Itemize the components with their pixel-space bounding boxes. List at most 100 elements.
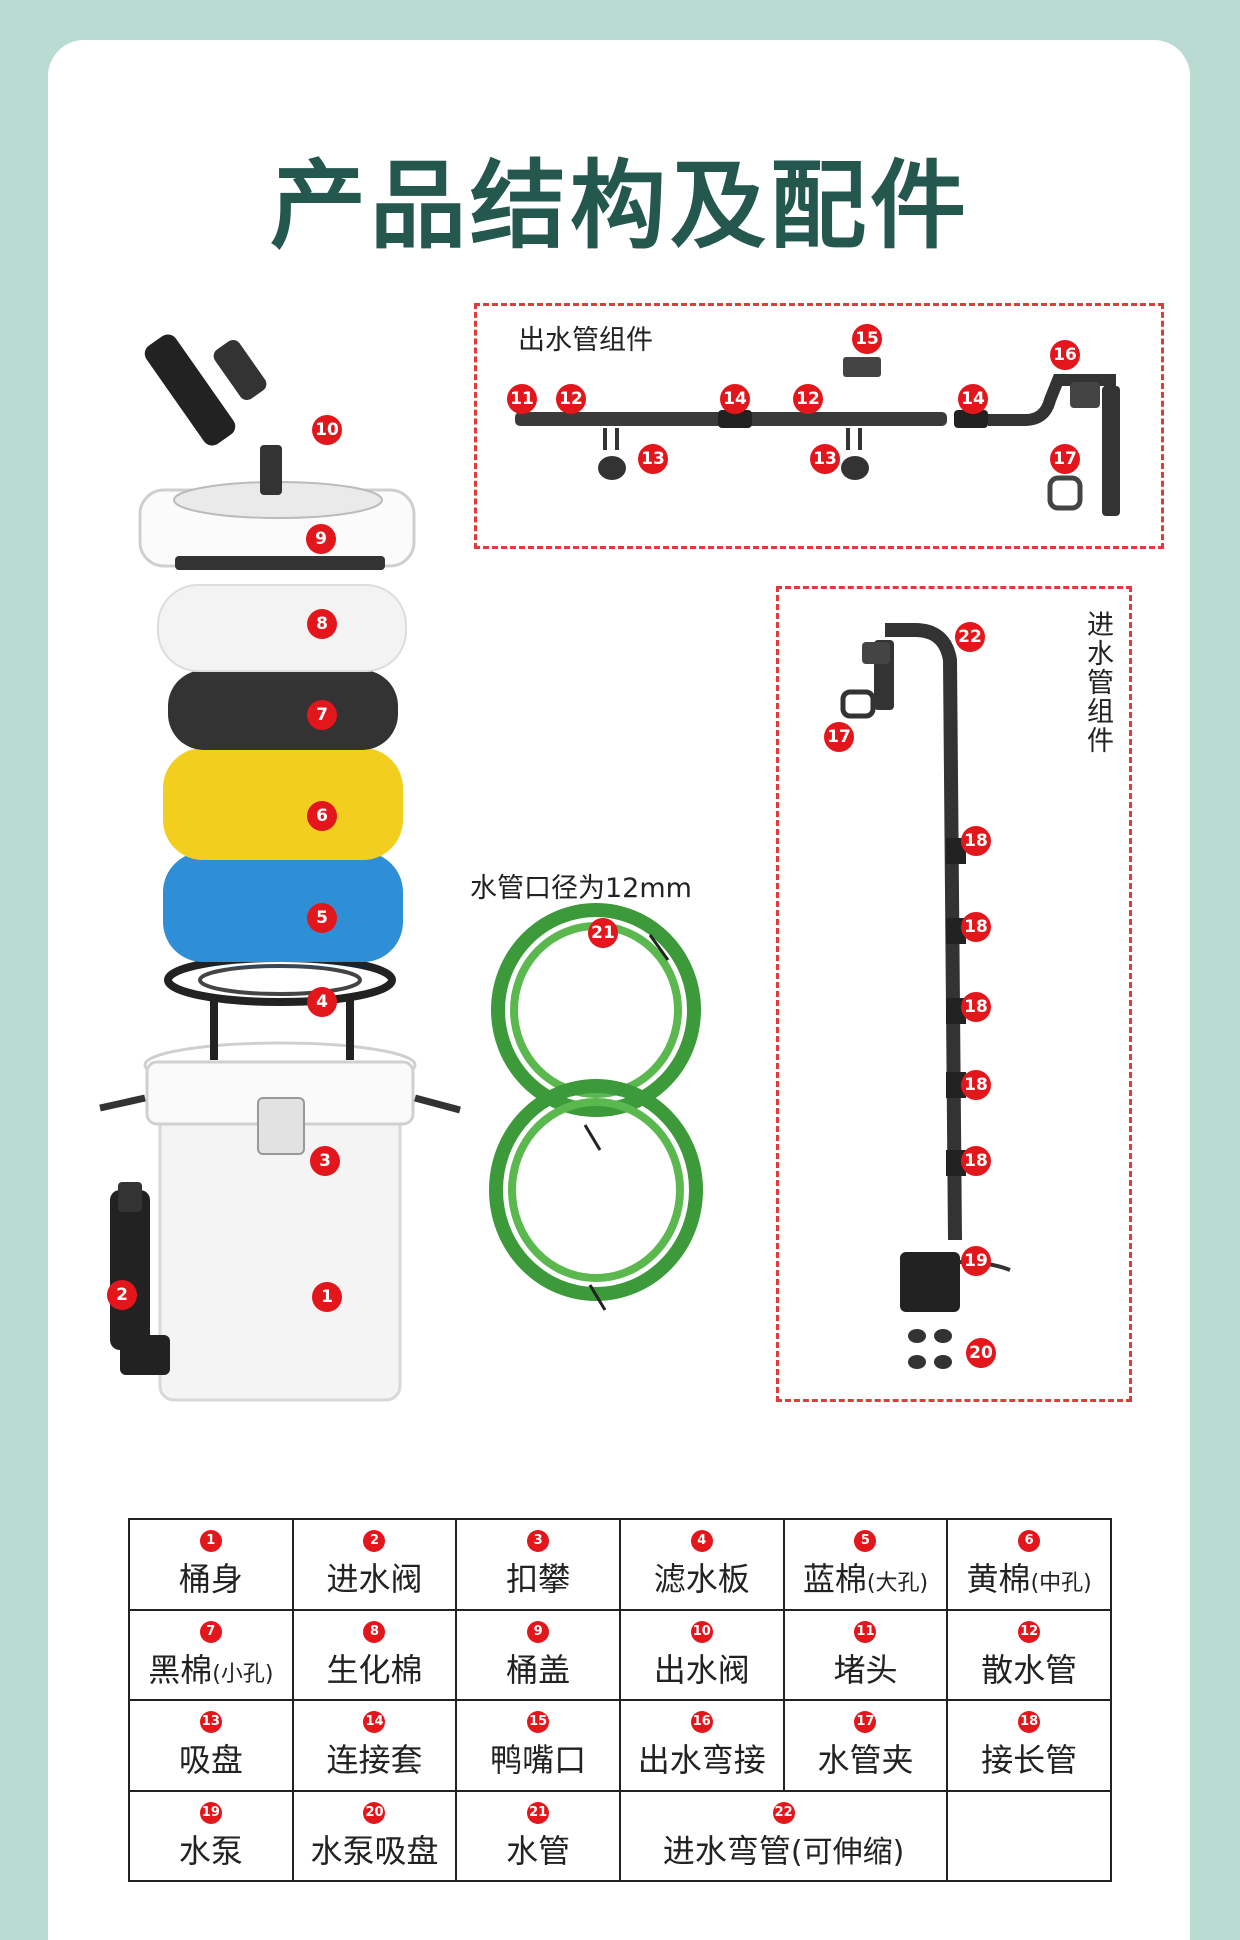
white-sponge-image <box>157 584 407 672</box>
badge-12a: 12 <box>556 384 586 414</box>
part-number-badge: 10 <box>690 1620 713 1643</box>
part-name: 生化棉 <box>326 1650 423 1689</box>
badge-16: 16 <box>1050 340 1080 370</box>
table-cell: 2 进水阀 <box>291 1518 458 1611</box>
badge-14a: 14 <box>720 384 750 414</box>
yellow-sponge-image <box>163 748 403 860</box>
filter-bucket-image <box>99 1041 461 1402</box>
badge-5: 5 <box>307 903 337 933</box>
inlet-group-label: 进水管组件 <box>1082 610 1113 755</box>
badge-17b: 17 <box>824 722 854 752</box>
table-cell: 20 水泵吸盘 <box>291 1789 458 1882</box>
part-name: 进水阀 <box>326 1560 423 1599</box>
badge-18d: 18 <box>961 1070 991 1100</box>
table-cell: 15 鸭嘴口 <box>455 1699 621 1792</box>
part-name: 滤水板 <box>653 1560 750 1599</box>
badge-4: 4 <box>307 987 337 1017</box>
badge-20: 20 <box>966 1338 996 1368</box>
part-number-badge: 21 <box>527 1801 550 1824</box>
part-name: 扣攀 <box>506 1560 571 1599</box>
hose-diameter-note: 水管口径为12mm <box>470 873 692 904</box>
table-cell: 10 出水阀 <box>618 1608 785 1701</box>
badge-1: 1 <box>312 1282 342 1312</box>
part-number-badge: 7 <box>199 1620 222 1643</box>
page-title: 产品结构及配件 <box>270 150 970 262</box>
part-number-badge: 4 <box>690 1530 713 1553</box>
badge-14b: 14 <box>958 384 988 414</box>
part-number-badge: 3 <box>527 1530 550 1553</box>
badge-18b: 18 <box>961 912 991 942</box>
part-number-badge: 16 <box>690 1711 713 1734</box>
part-name: 水泵吸盘 <box>310 1831 439 1870</box>
part-number-badge: 20 <box>363 1801 386 1824</box>
badge-22: 22 <box>955 622 985 652</box>
part-number-badge: 5 <box>854 1530 877 1553</box>
badge-18a: 18 <box>961 826 991 856</box>
part-name: 水管夹 <box>817 1741 914 1780</box>
part-name: 水泵 <box>178 1831 243 1870</box>
table-cell-empty <box>946 1789 1112 1882</box>
part-number-badge: 14 <box>363 1711 386 1734</box>
product-illustration <box>99 334 1120 1402</box>
part-name: 蓝棉 <box>802 1560 867 1599</box>
part-name: 鸭嘴口 <box>490 1741 587 1780</box>
inlet-pipe-image <box>840 623 1011 1369</box>
table-cell: 19 水泵 <box>128 1789 294 1882</box>
badge-2: 2 <box>107 1280 137 1310</box>
part-name: 连接套 <box>326 1741 423 1780</box>
part-number-badge: 18 <box>1018 1711 1041 1734</box>
badge-12b: 12 <box>793 384 823 414</box>
table-cell: 18 接长管 <box>946 1699 1112 1792</box>
part-name: 出水弯接 <box>637 1741 766 1780</box>
inlet-valve-image <box>110 1182 170 1375</box>
badge-21: 21 <box>588 918 618 948</box>
table-cell: 8 生化棉 <box>291 1608 458 1701</box>
badge-18c: 18 <box>961 992 991 1022</box>
badge-3: 3 <box>310 1146 340 1176</box>
inlet-assembly-frame <box>776 586 1132 1402</box>
part-number-badge: 8 <box>363 1620 386 1643</box>
badge-17a: 17 <box>1050 444 1080 474</box>
part-number-badge: 15 <box>527 1711 550 1734</box>
part-name: 出水阀 <box>653 1650 750 1689</box>
part-number-badge: 11 <box>854 1620 877 1643</box>
part-number-badge: 17 <box>854 1711 877 1734</box>
badge-19: 19 <box>961 1246 991 1276</box>
badge-13b: 13 <box>810 444 840 474</box>
green-hose-image <box>489 903 703 1311</box>
part-name: 接长管 <box>981 1741 1078 1780</box>
badge-11: 11 <box>507 384 537 414</box>
table-cell: 11 堵头 <box>782 1608 949 1701</box>
badge-18e: 18 <box>961 1146 991 1176</box>
part-note: (小孔) <box>212 1661 274 1687</box>
part-number-badge: 6 <box>1018 1530 1041 1553</box>
part-name: 进水弯管 <box>662 1831 791 1870</box>
outlet-group-label: 出水管组件 <box>518 325 653 356</box>
part-number-badge: 2 <box>363 1530 386 1553</box>
table-cell: 17 水管夹 <box>782 1699 949 1792</box>
part-name: 堵头 <box>833 1650 898 1689</box>
blue-sponge-image <box>163 852 403 962</box>
table-cell: 4 滤水板 <box>618 1518 785 1611</box>
table-cell: 14 连接套 <box>291 1699 458 1792</box>
part-note: (可伸缩) <box>790 1834 905 1870</box>
part-number-badge: 9 <box>527 1620 550 1643</box>
badge-15: 15 <box>852 324 882 354</box>
part-name: 吸盘 <box>178 1741 243 1780</box>
bucket-lid-image <box>138 481 416 570</box>
outlet-pipe-image <box>515 357 1120 516</box>
part-number-badge: 19 <box>199 1801 222 1824</box>
